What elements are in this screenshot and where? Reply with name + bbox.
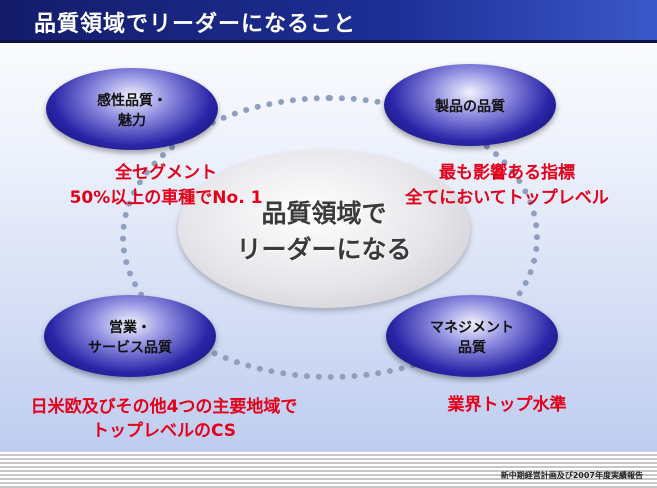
- bottom-stripes: [0, 452, 657, 488]
- node-label-line2: 品質: [458, 340, 486, 356]
- page-title: 品質領域でリーダーになること: [34, 12, 357, 37]
- target-bottom-left-line2: トップレベルのCS: [91, 421, 237, 441]
- node-label-line2: 魅力: [118, 113, 146, 129]
- node-label-line2: サービス品質: [88, 340, 172, 356]
- header-bar: 品質領域でリーダーになること: [0, 0, 657, 43]
- target-top-right-line2: 全てにおいてトップレベル: [405, 188, 609, 208]
- node-sensory-quality: 感性品質・ 魅力: [46, 68, 218, 150]
- target-bottom-left-line1: 日米欧及びその他4つの主要地域で: [30, 397, 298, 417]
- node-label-line1: 感性品質・: [97, 93, 167, 109]
- target-bottom-right-line1: 業界トップ水準: [447, 395, 567, 415]
- node-label-line1: 営業・: [109, 320, 151, 336]
- dotted-ring: [120, 95, 540, 380]
- node-label-line1: 製品の品質: [435, 99, 505, 115]
- target-top-left-line2: 50%以上の車種でNo. 1: [69, 188, 263, 208]
- target-top-right-line1: 最も影響ある指標: [439, 163, 575, 183]
- target-top-left-line1: 全セグメント: [115, 163, 217, 183]
- node-management-quality: マネジメント 品質: [386, 295, 558, 377]
- node-label-line1: マネジメント: [430, 320, 514, 336]
- center-ellipse: 品質領域で リーダーになる: [178, 150, 470, 308]
- footer-text: 新中期経営計画及び2007年度実績報告: [500, 471, 643, 480]
- node-product-quality: 製品の品質: [384, 64, 556, 146]
- center-text-line1: 品質領域で: [261, 199, 387, 228]
- node-sales-service-quality: 営業・ サービス品質: [44, 295, 216, 377]
- center-text-line2: リーダーになる: [236, 235, 412, 264]
